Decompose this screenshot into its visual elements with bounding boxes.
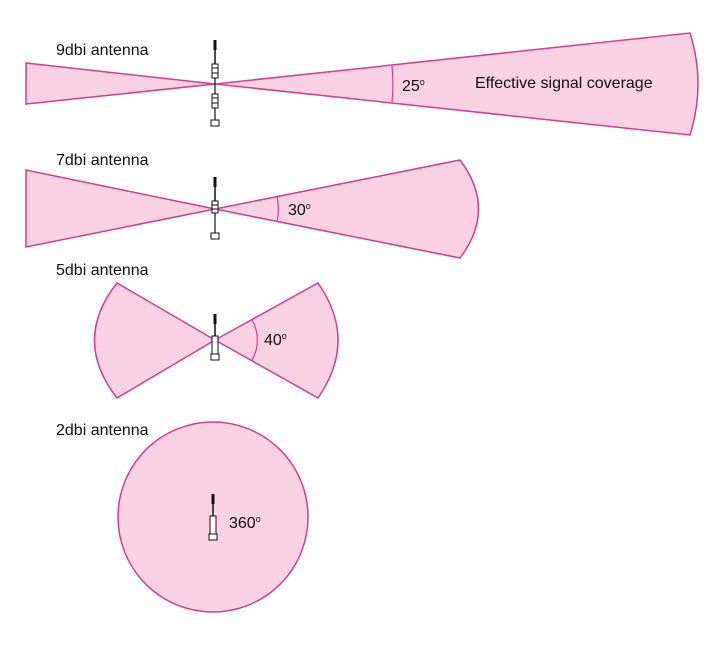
coverage-note: Effective signal coverage (475, 75, 653, 92)
beam-7dbi (25, 159, 480, 259)
label-7dbi: 7dbi antenna (56, 152, 149, 169)
antenna-icon-7dbi (209, 175, 221, 241)
angle-label-2dbi: 360o (229, 514, 261, 532)
angle-label-7dbi: 30o (288, 201, 311, 219)
angle-arc-5dbi (251, 319, 258, 361)
beam-9dbi (25, 32, 699, 136)
label-9dbi: 9dbi antenna (56, 42, 149, 59)
angle-label-9dbi: 25o (402, 77, 425, 95)
angle-label-5dbi: 40o (264, 331, 287, 349)
label-5dbi: 5dbi antenna (56, 262, 149, 279)
angle-arc-7dbi (276, 195, 279, 223)
antenna-icon-5dbi (209, 312, 221, 362)
label-2dbi: 2dbi antenna (56, 422, 149, 439)
angle-arc-9dbi (391, 65, 394, 103)
